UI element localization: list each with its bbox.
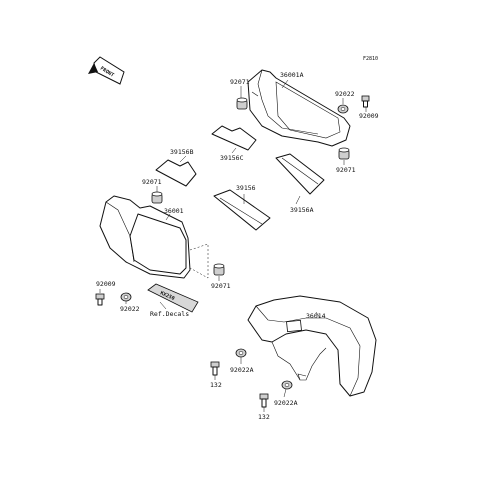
leader-36014 bbox=[315, 311, 321, 319]
label-92022A-upper: 92022A bbox=[230, 366, 254, 374]
bolt-132-lower bbox=[259, 393, 269, 408]
label-92071-right: 92071 bbox=[336, 166, 356, 174]
label-36001A: 36001A bbox=[280, 71, 304, 79]
label-92071-left: 92071 bbox=[142, 178, 162, 186]
label-36001: 36001 bbox=[164, 207, 184, 215]
front-arrow-icon: FRONT bbox=[88, 56, 125, 85]
washer-92022A-lower bbox=[281, 380, 293, 390]
leader-92022A-lower bbox=[283, 388, 287, 398]
side-cover-right bbox=[247, 69, 351, 147]
grommet-92071-upper bbox=[236, 97, 248, 110]
alignment-line bbox=[189, 243, 209, 279]
bolt-132-upper bbox=[210, 361, 220, 376]
decal-39156 bbox=[213, 189, 271, 231]
grommet-92071-lower bbox=[213, 263, 225, 276]
washer-92022A-upper bbox=[235, 348, 247, 358]
bolt-92009-left bbox=[95, 293, 105, 306]
leader-39156B bbox=[179, 155, 187, 163]
label-36014: 36014 bbox=[306, 312, 326, 320]
leader-36001A bbox=[281, 79, 289, 89]
decal-text: KX250 bbox=[159, 290, 175, 302]
label-92022A-lower: 92022A bbox=[274, 399, 298, 407]
leader-ref-decals bbox=[159, 301, 167, 310]
leader-39156A bbox=[295, 195, 301, 205]
washer-92022-upper bbox=[337, 104, 349, 114]
label-92071-lower: 92071 bbox=[211, 282, 231, 290]
washer-92022-left bbox=[120, 292, 132, 302]
decal-39156A bbox=[275, 153, 325, 195]
label-39156A: 39156A bbox=[290, 206, 314, 214]
grommet-92071-left bbox=[151, 191, 163, 204]
label-92071-upper: 92071 bbox=[230, 78, 250, 86]
label-132-lower: 132 bbox=[258, 413, 270, 421]
label-132-upper: 132 bbox=[210, 381, 222, 389]
label-92009-left: 92009 bbox=[96, 280, 116, 288]
label-92009-upper: 92009 bbox=[359, 112, 379, 120]
label-39156: 39156 bbox=[236, 184, 256, 192]
label-92022-left: 92022 bbox=[120, 305, 140, 313]
bolt-92009-upper bbox=[361, 95, 370, 108]
label-39156B: 39156B bbox=[170, 148, 194, 156]
figure-code: F2810 bbox=[363, 56, 378, 62]
side-cover-left bbox=[99, 195, 191, 279]
chain-guard bbox=[247, 295, 377, 397]
label-ref-decals: Ref.Decals bbox=[150, 310, 189, 318]
label-92022-upper: 92022 bbox=[335, 90, 355, 98]
leader-36001 bbox=[165, 213, 171, 221]
leader-39156C bbox=[231, 147, 237, 154]
decal-39156C bbox=[211, 125, 257, 151]
label-39156C: 39156C bbox=[220, 154, 244, 162]
grommet-92071-right bbox=[338, 147, 350, 160]
decal-39156B bbox=[155, 159, 197, 187]
decal-plate: KX250 bbox=[147, 283, 199, 313]
